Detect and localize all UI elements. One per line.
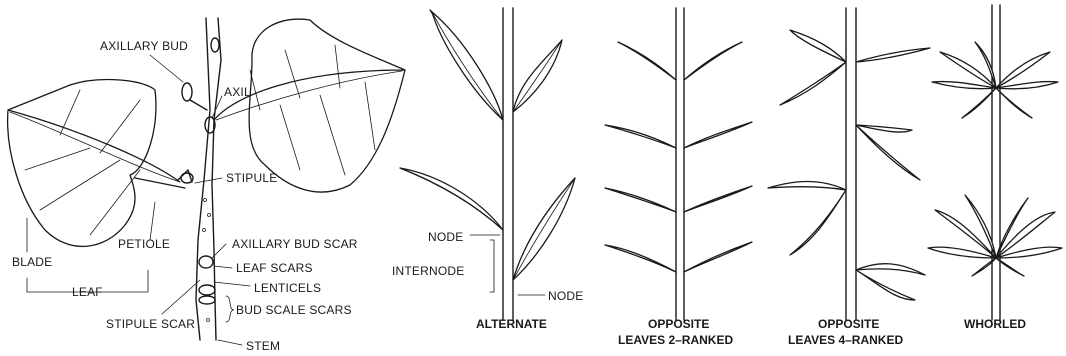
label-lenticels: LENTICELS <box>254 281 321 295</box>
leaf-blade <box>8 80 180 247</box>
label-internode: INTERNODE <box>392 264 464 278</box>
anatomy-illustration: AXILLARY BUD AXIL STIPULE PETIOLE BLADE … <box>8 18 405 353</box>
label-axillary-bud-scar: AXILLARY BUD SCAR <box>232 237 358 251</box>
caption-opposite-4-line1: OPPOSITE <box>818 317 879 331</box>
stipule <box>178 170 192 182</box>
label-stem: STEM <box>246 339 280 353</box>
opposite-2-ranked-illustration: OPPOSITE LEAVES 2–RANKED <box>605 8 752 347</box>
label-node-lower: NODE <box>548 289 583 303</box>
label-blade: BLADE <box>12 255 52 269</box>
label-axil: AXIL <box>224 85 251 99</box>
caption-alternate: ALTERNATE <box>476 317 547 331</box>
anatomy-stem <box>196 18 210 340</box>
label-leaf-scars: LEAF SCARS <box>236 261 313 275</box>
label-bud-scale-scars: BUD SCALE SCARS <box>236 303 352 317</box>
upper-whorl <box>932 42 1058 118</box>
opposite-2-leaf-pair <box>618 42 742 80</box>
opposite-4-ranked-illustration: OPPOSITE LEAVES 4–RANKED <box>768 8 930 347</box>
label-node-upper: NODE <box>428 230 463 244</box>
label-stipule-scar: STIPULE SCAR <box>106 317 195 331</box>
label-stipule: STIPULE <box>226 171 277 185</box>
alternate-illustration: NODE INTERNODE NODE ALTERNATE <box>392 8 583 331</box>
caption-opposite-4-line2: LEAVES 4–RANKED <box>788 333 903 347</box>
upper-leaf-blade <box>214 19 405 192</box>
caption-opposite-2-line1: OPPOSITE <box>648 317 709 331</box>
label-petiole: PETIOLE <box>118 237 170 251</box>
caption-opposite-2-line2: LEAVES 2–RANKED <box>618 333 733 347</box>
whorled-illustration: WHORLED <box>928 5 1062 331</box>
label-leaf: LEAF <box>72 285 103 299</box>
caption-whorled: WHORLED <box>964 317 1026 331</box>
label-axillary-bud: AXILLARY BUD <box>100 39 188 53</box>
lower-whorl <box>928 195 1062 276</box>
axillary-bud <box>182 83 192 101</box>
